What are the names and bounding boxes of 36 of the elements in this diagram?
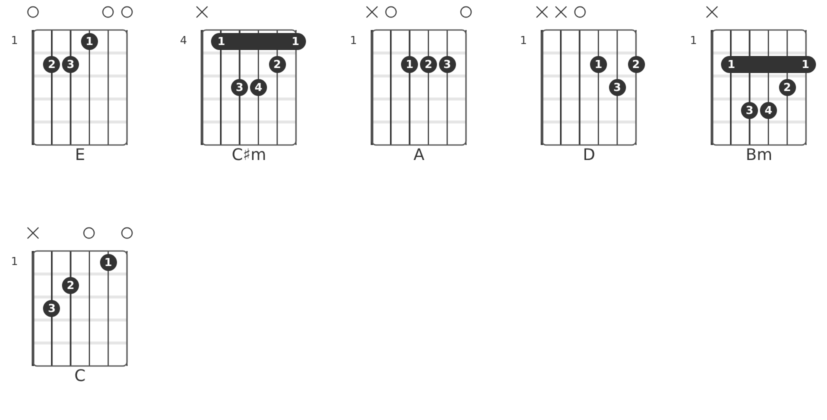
barre-bar [720, 56, 816, 73]
finger-dot: 3 [741, 102, 758, 119]
chord-name: A [414, 145, 424, 165]
fret-number: 1 [350, 34, 357, 48]
finger-dot: 2 [268, 56, 286, 73]
chord-name: D [582, 145, 596, 165]
finger-dot: 2 [420, 56, 437, 73]
finger-dot: 2 [628, 56, 644, 73]
finger-dot: 3 [438, 56, 456, 73]
finger-dot: 4 [250, 79, 267, 96]
finger-dot: 2 [43, 56, 60, 73]
finger-dot: 1 [80, 33, 98, 50]
finger-dot: 1 [100, 254, 117, 271]
finger-number: 1 [800, 57, 810, 73]
chord-name: C [74, 366, 86, 386]
fret-number: 1 [11, 255, 18, 269]
finger-number: 1 [290, 34, 300, 50]
finger-dot: 3 [231, 79, 248, 96]
chord-name: E [74, 145, 86, 165]
chord-name: C♯m [232, 145, 266, 165]
finger-dot: 3 [62, 56, 80, 73]
fret-number: 1 [11, 34, 18, 48]
finger-dot: 1 [401, 56, 418, 73]
finger-dot: 2 [62, 277, 80, 294]
finger-dot: 3 [608, 79, 626, 96]
fret-number: 1 [520, 34, 527, 48]
chord-name: Bm [746, 145, 772, 165]
finger-dot: 2 [778, 79, 796, 96]
finger-number: 1 [216, 34, 226, 50]
fret-number: 4 [180, 34, 187, 48]
finger-dot: 1 [590, 56, 607, 73]
finger-dot: 4 [760, 102, 777, 119]
finger-number: 1 [726, 57, 736, 73]
barre-bar [210, 33, 306, 50]
fret-number: 1 [690, 34, 697, 48]
finger-dot: 3 [43, 300, 60, 317]
